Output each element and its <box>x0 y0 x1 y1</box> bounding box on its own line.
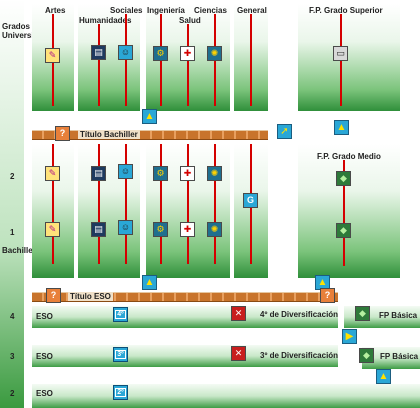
course-4-icon[interactable]: 4º <box>113 307 128 322</box>
grados-label: Grados <box>2 22 31 31</box>
eso-3-label: ESO <box>36 352 53 361</box>
level-4-label: 4 <box>10 312 15 321</box>
up-arrow-icon[interactable]: ▲ <box>142 275 157 290</box>
robot-icon[interactable]: ⚙ <box>153 46 168 61</box>
medical-cross-icon[interactable]: ✚ <box>180 46 195 61</box>
eso-2-row[interactable] <box>32 384 420 408</box>
sociales-label: Sociales <box>110 6 143 15</box>
ingenieria-label: Ingeniería <box>147 6 185 15</box>
atom-icon[interactable]: ✺ <box>207 222 222 237</box>
fp-basica-4-label: FP Básica <box>379 311 418 320</box>
course-4-text: 4º <box>115 310 126 319</box>
palette-icon[interactable]: ✎ <box>45 222 60 237</box>
artes-label: Artes <box>45 6 66 15</box>
bach-salud-path-line <box>187 144 189 264</box>
books-icon[interactable]: ▤ <box>91 45 106 60</box>
general-path-line <box>250 14 252 106</box>
diversificacion-4-icon[interactable]: ✕ <box>231 306 246 321</box>
level-axis-bar <box>0 0 24 408</box>
fp-superior-column[interactable] <box>298 4 400 111</box>
diversificacion-3-label: 3º de Diversificación <box>260 351 339 360</box>
titulo-bachiller-label: Título Bachiller <box>78 130 140 139</box>
atom-icon[interactable]: ✺ <box>207 46 222 61</box>
up-arrow-icon[interactable]: ▲ <box>376 369 391 384</box>
eso-2-label: ESO <box>36 389 53 398</box>
sociales-path-line <box>125 14 127 106</box>
eso-4-row[interactable] <box>32 306 338 328</box>
salud-label: Salud <box>179 16 201 25</box>
books-icon[interactable]: ▤ <box>91 222 106 237</box>
eso-4-label: ESO <box>36 312 53 321</box>
fp-medio-path-line <box>343 160 345 266</box>
titulo-eso-icon[interactable]: ? <box>46 288 61 303</box>
robot-icon[interactable]: ⚙ <box>153 166 168 181</box>
titulo-eso-label: Título ESO <box>68 292 113 301</box>
bachillerato-label: Bachillerato <box>2 246 48 255</box>
people-icon[interactable]: ☺ <box>118 164 133 179</box>
humanidades-label: Humanidades <box>79 16 132 25</box>
up-arrow-icon[interactable]: ▲ <box>142 109 157 124</box>
fp-medio-column[interactable] <box>298 144 400 278</box>
course-3-text: 3º <box>115 350 126 359</box>
level-2-eso-label: 2 <box>10 389 15 398</box>
fp-superior-label: F.P. Grado Superior <box>309 6 383 15</box>
gears-icon[interactable]: ◆ <box>359 348 374 363</box>
gears-icon[interactable]: ◆ <box>336 171 351 186</box>
palette-icon[interactable]: ✎ <box>45 48 60 63</box>
robot-icon[interactable]: ⚙ <box>153 222 168 237</box>
course-2-icon[interactable]: 2º <box>113 385 128 400</box>
fp-medio-label: F.P. Grado Medio <box>317 152 381 161</box>
gears-icon[interactable]: ◆ <box>336 223 351 238</box>
salud-path-line <box>187 24 189 106</box>
diversificacion-3-icon[interactable]: ✕ <box>231 346 246 361</box>
computer-icon[interactable]: ▭ <box>333 46 348 61</box>
palette-icon[interactable]: ✎ <box>45 166 60 181</box>
course-2-text: 2º <box>115 388 126 397</box>
titulo-eso-bar <box>32 292 338 302</box>
course-3-icon[interactable]: 3º <box>113 347 128 362</box>
medical-cross-icon[interactable]: ✚ <box>180 222 195 237</box>
fp-basica-3-row[interactable] <box>362 347 420 369</box>
up-arrow-icon[interactable]: ▲ <box>334 120 349 135</box>
atom-icon[interactable]: ✺ <box>207 166 222 181</box>
books-icon[interactable]: ▤ <box>91 166 106 181</box>
people-icon[interactable]: ☺ <box>118 220 133 235</box>
humanidades-path-line <box>98 24 100 106</box>
titulo-bachiller-icon[interactable]: ? <box>55 126 70 141</box>
eso-3-row[interactable] <box>32 345 338 367</box>
bach-ingenieria-path-line <box>160 144 162 264</box>
ciencias-label: Ciencias <box>194 6 227 15</box>
fp-basica-3-label: FP Básica <box>380 352 419 361</box>
gears-icon[interactable]: ◆ <box>355 306 370 321</box>
bach-humanidades-path-line <box>98 144 100 264</box>
titulo-bachiller-bar <box>32 130 268 140</box>
bach-ciencias-path-line <box>214 144 216 264</box>
diagonal-arrow-icon[interactable]: ➚ <box>277 124 292 139</box>
titulo-eso-right-icon[interactable]: ? <box>320 288 335 303</box>
bach-artes-path-line <box>52 144 54 264</box>
level-3-label: 3 <box>10 352 15 361</box>
general-label: General <box>237 6 267 15</box>
bach-sociales-path-line <box>125 144 127 264</box>
medical-cross-icon[interactable]: ✚ <box>180 166 195 181</box>
universitarios-label: Universitarios <box>2 31 56 40</box>
right-arrow-icon[interactable]: ▶ <box>342 329 357 344</box>
general-icon[interactable]: G <box>243 193 258 208</box>
people-icon[interactable]: ☺ <box>118 45 133 60</box>
diversificacion-4-label: 4º de Diversificación <box>260 310 339 319</box>
level-2-bach-label: 2 <box>10 172 15 181</box>
level-1-bach-label: 1 <box>10 228 15 237</box>
